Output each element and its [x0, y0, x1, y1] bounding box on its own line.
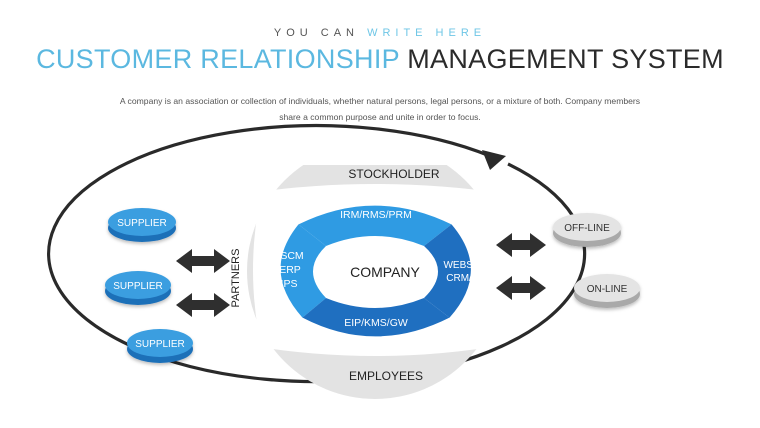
- online-label: ON-LINE: [587, 284, 628, 295]
- ring-segment-top: [298, 205, 452, 246]
- ring-segment-right: [424, 224, 472, 318]
- offline-label: OFF-LINE: [564, 223, 610, 234]
- ring-segment-bottom: [302, 298, 450, 337]
- offline-node: [553, 213, 621, 247]
- title-accent-text: CUSTOMER RELATIONSHIP: [36, 44, 400, 74]
- stockholder-label: STOCKHOLDER: [348, 167, 439, 181]
- kicker-accent-text: WRITE HERE: [367, 27, 487, 39]
- left-arrow-bottom-icon: [176, 293, 230, 317]
- cycle-arrowhead-icon: [482, 150, 506, 170]
- ring-label-left-2: ERP: [279, 264, 301, 276]
- title-text: MANAGEMENT SYSTEM: [407, 44, 724, 74]
- ring-label-top: IRM/RMS/PRM: [340, 209, 412, 221]
- ring-label-left-1: SCM: [280, 250, 303, 262]
- online-node: [574, 274, 640, 308]
- ring-segment-left: [279, 224, 326, 318]
- kicker-text: YOU CAN: [273, 27, 359, 39]
- supplier-label-1: SUPPLIER: [117, 218, 166, 229]
- header-kicker: YOU CAN WRITE HERE: [0, 27, 760, 39]
- company-ring: [279, 204, 473, 338]
- company-label: COMPANY: [350, 264, 420, 280]
- supplier-node-2: [105, 271, 171, 305]
- supplier-label-2: SUPPLIER: [113, 281, 162, 292]
- ring-label-bottom: EIP/KMS/GW: [344, 317, 408, 329]
- ring-label-right-2: CRM/CP: [446, 273, 486, 284]
- partners-label: PARTNERS: [230, 249, 242, 308]
- company-center: [317, 239, 433, 303]
- ring-label-left-3: IPS: [281, 278, 298, 290]
- right-arrow-top-icon: [496, 233, 546, 257]
- employees-label: EMPLOYEES: [349, 369, 423, 383]
- page-title: CUSTOMER RELATIONSHIP MANAGEMENT SYSTEM: [0, 44, 760, 75]
- ring-outer-edge: [279, 204, 473, 338]
- left-arrow-top-icon: [176, 249, 230, 273]
- supplier-node-3: [127, 329, 193, 363]
- description-text: A company is an association or collectio…: [119, 96, 641, 122]
- stockholder-band: [247, 165, 503, 196]
- supplier-label-3: SUPPLIER: [135, 339, 184, 350]
- ring-label-right-1: WEBSITE: [443, 260, 488, 271]
- right-arrow-bottom-icon: [496, 276, 546, 300]
- supplier-node-1: [108, 208, 176, 242]
